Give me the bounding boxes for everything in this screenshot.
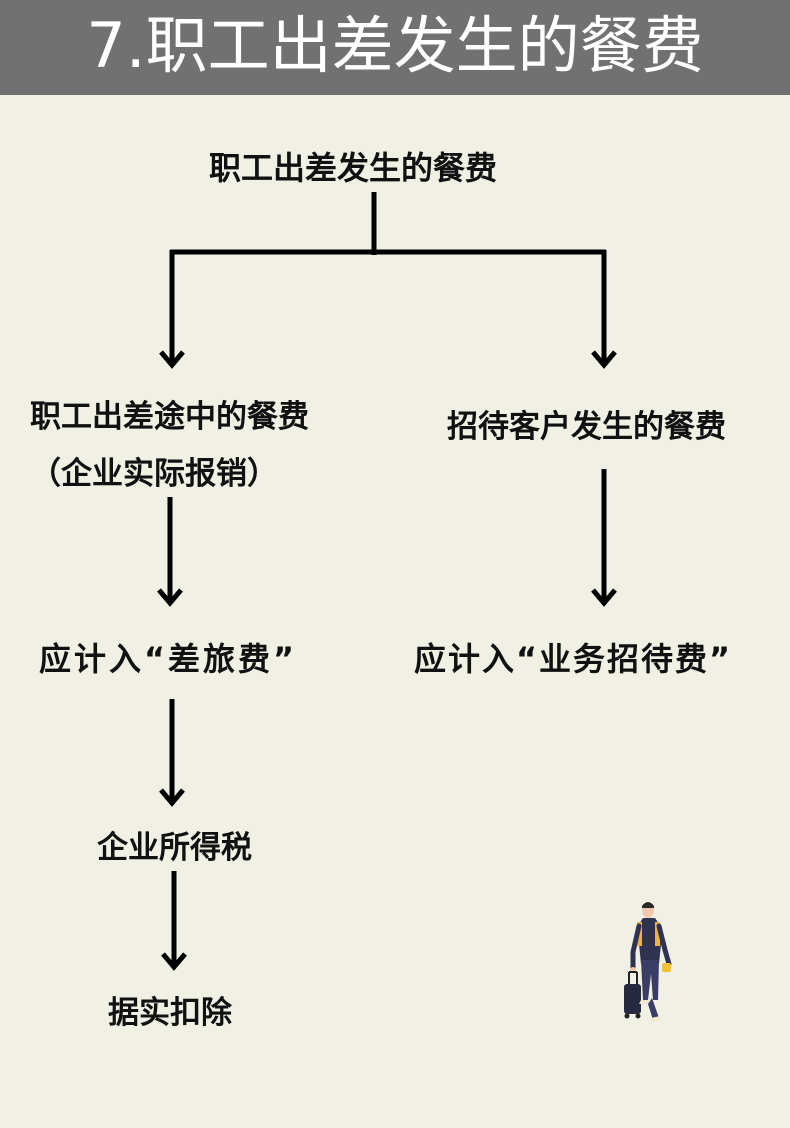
left-branch-title: 职工出差途中的餐费 bbox=[30, 399, 309, 435]
arrowhead-right-branch bbox=[591, 350, 617, 369]
right-account-node: 应计入“业务招待费” bbox=[414, 640, 733, 678]
arrowhead-treatment bbox=[161, 952, 187, 971]
treatment-node: 据实扣除 bbox=[108, 995, 232, 1031]
title-banner: 7.职工出差发生的餐费 bbox=[0, 0, 790, 95]
arrowhead-left-branch bbox=[159, 350, 185, 369]
page-title: 7.职工出差发生的餐费 bbox=[86, 9, 704, 82]
arrowhead-right-account bbox=[591, 588, 617, 607]
root-node: 职工出差发生的餐费 bbox=[209, 149, 498, 187]
left-branch-subtitle: （企业实际报销） bbox=[30, 456, 278, 492]
tax-node: 企业所得税 bbox=[97, 830, 252, 866]
arrowhead-left-account bbox=[157, 588, 183, 607]
arrowhead-tax bbox=[159, 788, 185, 807]
left-account-node: 应计入“差旅费” bbox=[39, 640, 298, 678]
right-branch-title: 招待客户发生的餐费 bbox=[447, 409, 726, 445]
traveler-with-suitcase-icon bbox=[624, 902, 672, 1022]
